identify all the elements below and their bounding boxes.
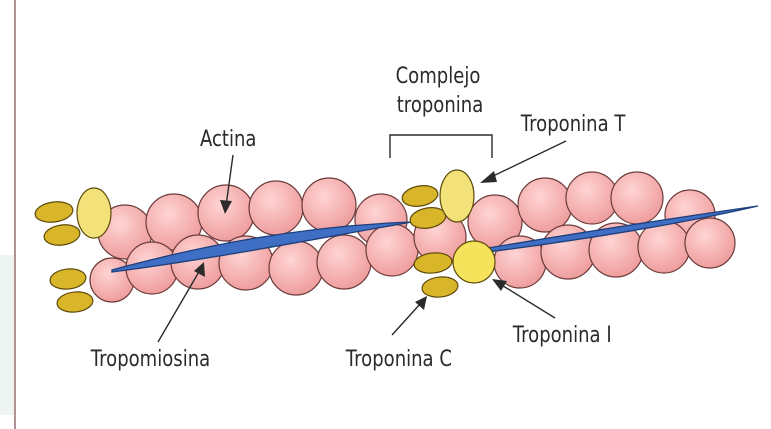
actin-monomer bbox=[566, 172, 618, 224]
troponin-c-subunit bbox=[421, 275, 459, 299]
label-troponina-i: Troponina I bbox=[512, 321, 612, 347]
troponina-i-arrow-line bbox=[500, 284, 555, 318]
actin-monomer bbox=[302, 178, 356, 232]
label-troponina-t: Troponina T bbox=[520, 110, 626, 136]
actin-monomer bbox=[611, 172, 663, 224]
troponin-t-subunit bbox=[440, 170, 474, 222]
actin-monomer bbox=[269, 241, 323, 295]
label-actina: Actina bbox=[200, 125, 256, 151]
label-complejo: Complejo bbox=[396, 62, 481, 88]
troponin-c-subunit bbox=[43, 223, 81, 248]
complex-bracket bbox=[390, 135, 492, 158]
actin-monomer bbox=[685, 218, 735, 268]
actin-monomer bbox=[518, 178, 572, 232]
actin-monomer bbox=[249, 181, 303, 235]
actin-monomer bbox=[198, 185, 254, 241]
troponin-c-subunit bbox=[413, 251, 453, 275]
troponin-t-subunit bbox=[77, 188, 111, 238]
troponina-t-arrow-line bbox=[489, 141, 566, 178]
label-troponina-complex: troponina bbox=[397, 91, 484, 117]
troponina-c-arrow-line bbox=[392, 303, 421, 335]
actin-monomer bbox=[317, 235, 371, 289]
actin-monomer bbox=[366, 224, 418, 276]
troponin-c-subunit bbox=[401, 183, 440, 209]
troponina-t-arrowhead bbox=[480, 171, 497, 183]
label-troponina-c: Troponina C bbox=[345, 345, 452, 371]
troponin-i-subunit bbox=[453, 241, 495, 283]
troponin-c-subunit bbox=[34, 199, 74, 224]
troponin-c-subunit bbox=[49, 267, 87, 291]
troponin-c-subunit bbox=[56, 290, 94, 314]
troponina-i-arrowhead bbox=[492, 279, 507, 291]
label-tropomiosina: Tropomiosina bbox=[90, 345, 210, 371]
